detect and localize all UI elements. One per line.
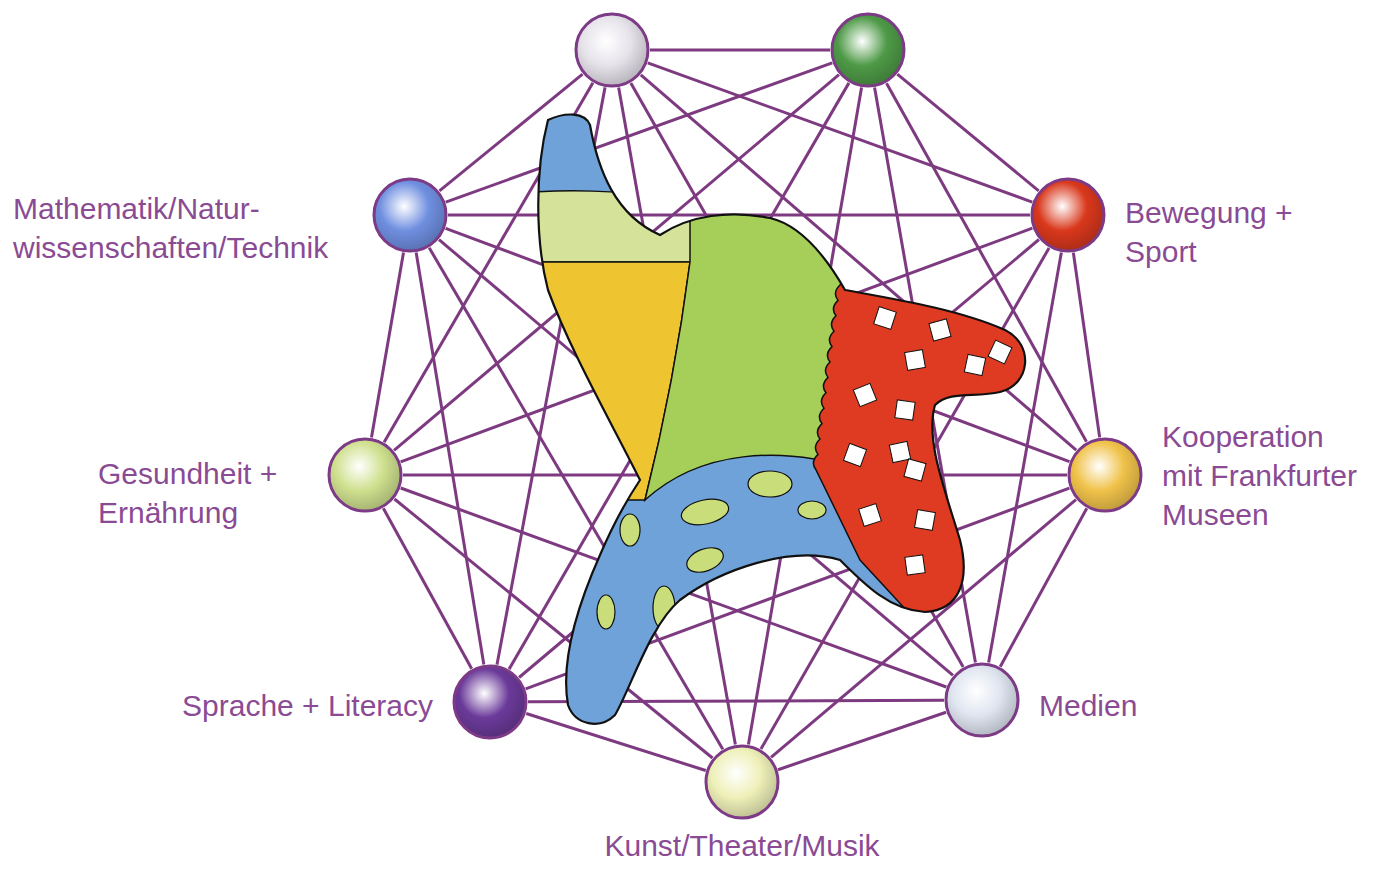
connector-line <box>778 712 946 769</box>
sphere <box>374 179 446 251</box>
connector-line <box>989 252 1062 662</box>
topic-node <box>574 12 650 88</box>
connector-line <box>383 508 471 668</box>
sphere-icon <box>452 664 528 740</box>
topic-node: Gesundheit + Ernährung <box>327 437 403 513</box>
blue-region <box>480 90 1080 750</box>
blob-regions <box>480 90 1100 750</box>
connector-line <box>1000 508 1087 666</box>
pale-green-band <box>500 191 700 262</box>
sphere <box>329 439 401 511</box>
topic-node: Mathematik/Natur- wissenschaften/Technik <box>372 177 448 253</box>
sphere <box>832 14 904 86</box>
connector-line <box>446 63 832 202</box>
topic-label: Bewegung + Sport <box>1122 193 1328 271</box>
sphere-icon <box>327 437 403 513</box>
connector-line <box>416 252 484 664</box>
topic-node: Kunst/Theater/Musik <box>704 744 780 820</box>
topic-node: Bewegung + Sport <box>1030 177 1106 253</box>
white-squares <box>843 307 1011 576</box>
sphere-icon <box>1030 177 1106 253</box>
blob-outline <box>538 115 1025 724</box>
topic-node: Kooperation mit Frankfurter Museen <box>1067 437 1143 513</box>
connector-line <box>897 74 1038 191</box>
sphere-icon <box>372 177 448 253</box>
connector-line <box>1073 253 1099 438</box>
sphere-icon <box>830 12 906 88</box>
sphere <box>1069 439 1141 511</box>
connector-line <box>650 49 830 52</box>
topic-node: Medien <box>944 662 1020 738</box>
sphere <box>946 664 1018 736</box>
topic-label: Kunst/Theater/Musik <box>601 826 882 865</box>
connector-line <box>371 252 403 437</box>
topic-node <box>830 12 906 88</box>
sphere-icon <box>704 744 780 820</box>
topic-label: Mathematik/Natur- wissenschaften/Technik <box>10 189 356 267</box>
sphere <box>454 666 526 738</box>
sphere <box>576 14 648 86</box>
sphere-icon <box>574 12 650 88</box>
topic-node: Sprache + Literacy <box>452 664 528 740</box>
topic-label: Gesundheit + Ernährung <box>95 454 311 532</box>
topic-label: Sprache + Literacy <box>179 686 436 725</box>
topic-label: Medien <box>1036 686 1140 725</box>
topic-label: Kooperation mit Frankfurter Museen <box>1159 417 1370 534</box>
connector-line <box>526 713 706 770</box>
sphere-icon <box>944 662 1020 738</box>
sphere <box>1032 179 1104 251</box>
red-region <box>813 250 1100 625</box>
sphere-icon <box>1067 437 1143 513</box>
sphere <box>706 746 778 818</box>
